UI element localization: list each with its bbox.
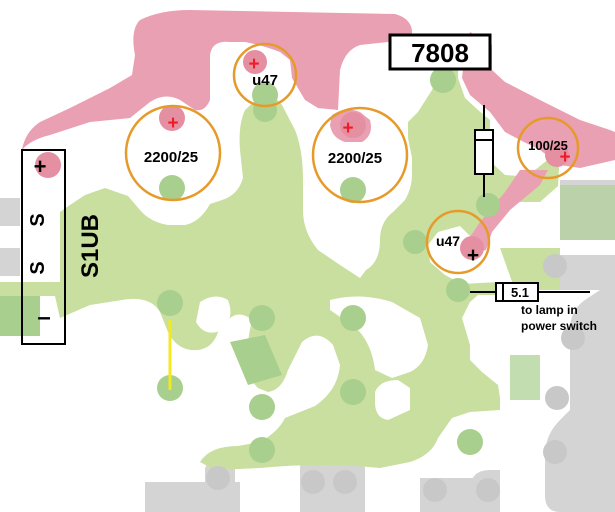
pad — [430, 67, 456, 93]
polarity-plus: + — [342, 118, 353, 139]
resistor-label: 5.1 — [511, 285, 529, 300]
pad-block — [0, 296, 40, 336]
pad — [446, 278, 470, 302]
pad — [159, 175, 185, 201]
connector-s1ub: + S S – S1UB — [21, 149, 104, 345]
connector-name: S1UB — [77, 214, 104, 278]
capacitor-label: 2200/25 — [144, 149, 198, 166]
capacitor-100-25 — [516, 116, 580, 180]
positive-trace-regulator — [462, 32, 615, 168]
board-gaps — [118, 296, 428, 420]
connector-pin-plus: + — [34, 154, 47, 179]
pad — [253, 98, 277, 122]
polarity-plus: + — [467, 244, 479, 267]
capacitor-label: 100/25 — [528, 138, 568, 153]
pad — [340, 379, 366, 405]
pad-block — [230, 335, 282, 385]
pad — [157, 290, 183, 316]
capacitor-rings — [124, 42, 580, 275]
pad — [457, 429, 483, 455]
capacitor-label: u47 — [252, 72, 278, 89]
pad — [340, 305, 366, 331]
pads — [157, 67, 500, 463]
capacitor-2200-right — [311, 106, 409, 204]
pad-block — [510, 355, 540, 400]
capacitor-u47-top — [232, 42, 298, 108]
pad — [249, 437, 275, 463]
connector-pin-s2: S — [27, 261, 49, 274]
capacitor-u47-bottom — [425, 209, 491, 275]
pad — [476, 193, 500, 217]
polarity-plus: + — [248, 54, 259, 75]
ground-plane — [0, 60, 560, 470]
polarity-plus: + — [559, 147, 570, 168]
regulator-label: 7808 — [411, 38, 469, 68]
note-line-1: to lamp in — [521, 303, 578, 317]
pad — [403, 230, 427, 254]
capacitor-label: u47 — [436, 233, 460, 249]
inactive-pads — [206, 254, 585, 502]
capacitor-label: 2200/25 — [328, 150, 382, 167]
pad — [249, 394, 275, 420]
resistor-5-1: 5.1 — [470, 282, 590, 302]
resistor-vertical — [474, 105, 494, 197]
pad — [340, 177, 366, 203]
pad-block — [560, 185, 615, 240]
connector-pin-s1: S — [27, 213, 49, 226]
capacitor-2200-left — [124, 104, 222, 202]
positive-trace — [22, 10, 412, 150]
note-line-2: power switch — [521, 319, 597, 333]
regulator-7808: 7808 — [388, 33, 492, 71]
connector-pin-minus: – — [37, 304, 50, 331]
polarity-plus: + — [167, 113, 178, 134]
ground-plane-right — [500, 248, 560, 290]
pad — [249, 305, 275, 331]
